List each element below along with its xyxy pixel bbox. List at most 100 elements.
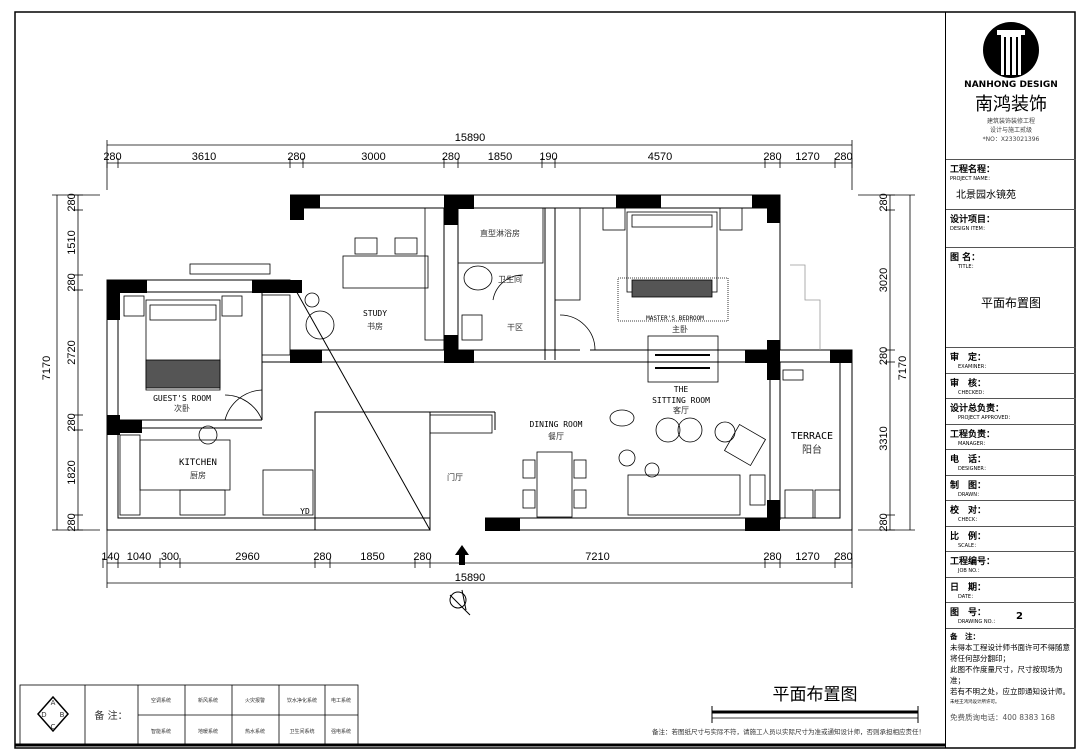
dim-right-1: 3020 [878, 268, 890, 292]
dim-left-1: 1510 [66, 230, 78, 254]
field-en: JOB NO.： [958, 568, 983, 574]
dim-top-9: 1270 [795, 151, 819, 163]
hotline: 免费质询电话：400 8383 168 [950, 712, 1055, 722]
design-item-en: DESIGN ITEM： [950, 226, 988, 232]
dim-left-6: 280 [66, 513, 78, 531]
label-shower: 直型淋浴房 [480, 228, 520, 238]
field-en: MANAGER： [958, 440, 989, 447]
dim-bottom-0: 140 [101, 551, 119, 563]
title-row: 图 名： TITLE： 平面布置图 [946, 248, 1076, 348]
dim-right-4: 280 [878, 513, 890, 531]
brand-en: NANHONG DESIGN [964, 80, 1058, 90]
dim-top-4: 280 [442, 151, 460, 163]
dim-top-2: 280 [287, 151, 305, 163]
legend-system-0: 空调系统 [151, 697, 171, 704]
label-yd: YD [300, 507, 310, 516]
note-2: 此图不作度量尺寸，尺寸按现场为准； [950, 664, 1063, 685]
project-name-row: 工程名程： PROJECT NAME： 北景园水镜苑 [946, 160, 1076, 210]
top-dimensions [106, 140, 853, 190]
label-wc: 卫生间 [498, 274, 522, 284]
bottom-dimensions [102, 530, 853, 588]
logo-license: *NO：X233021396 [982, 136, 1040, 143]
legend-system-3: 饮水净化系统 [287, 697, 317, 704]
title-value: 平面布置图 [980, 296, 1041, 310]
label-terrace-cn: 阳台 [802, 443, 822, 456]
field-label: 日 期： [950, 582, 987, 593]
footer-note: 备注：若图纸尺寸与实际不符，请施工人员以实际尺寸为准或通知设计师，否则承担相应责… [652, 727, 925, 736]
north-symbol-icon [449, 589, 471, 616]
dim-top-0: 280 [103, 151, 121, 163]
compass-d: D [41, 711, 46, 719]
dim-left-5: 1820 [66, 460, 78, 484]
dim-right-2: 280 [878, 347, 890, 365]
notes-block: 备 注： 未得本工程设计师书面许可不得随意将任何部分翻印； 此图不作度量尺寸，尺… [946, 629, 1076, 725]
field-en: CHECK： [958, 517, 981, 523]
field-label: 比 例： [950, 531, 987, 542]
note-1: 未得本工程设计师书面许可不得随意将任何部分翻印； [950, 642, 1070, 663]
title-block: NANHONG DESIGN 南鸿装饰 建筑装饰装修工程 设计与施工贰级 *NO… [945, 12, 1076, 748]
dim-bottom-5: 1850 [360, 551, 384, 563]
right-dimensions [858, 194, 915, 531]
dim-left-total: 7170 [41, 356, 53, 380]
compass-c: C [51, 723, 56, 731]
field-label: 工程编号： [950, 557, 996, 567]
title-en: TITLE： [958, 264, 977, 270]
compass-a: A [51, 699, 56, 707]
entry-arrow-icon [455, 545, 469, 565]
logo-line2: 设计与施工贰级 [989, 127, 1032, 134]
room-labels: STUDY 书房 直型淋浴房 卫生间 干区 MASTER'S BEDROOM 主… [153, 228, 833, 516]
project-name-label: 工程名程： [950, 165, 996, 175]
dim-bottom-8: 280 [763, 551, 781, 563]
title-field-row: 设计总负责：PROJECT APPROVED： [946, 399, 1076, 425]
title-label: 图 名： [950, 253, 981, 263]
field-label: 图 号： [950, 608, 987, 618]
field-label: 工程负责： [950, 429, 996, 440]
title-field-row: 图 号：DRAWING NO.：2 [946, 603, 1076, 629]
title-field-row: 工程负责：MANAGER： [946, 425, 1076, 450]
title-field-row: 比 例：SCALE： [946, 527, 1076, 552]
legend-system-1: 新风系统 [198, 697, 218, 704]
left-dimensions [52, 194, 100, 531]
dim-bottom-1: 1040 [127, 551, 151, 563]
field-en: SCALE： [958, 542, 980, 549]
label-master: MASTER'S BEDROOM [646, 315, 704, 322]
label-study-cn: 书房 [367, 321, 383, 331]
title-field-row: 制 图：DRAWN： [946, 476, 1076, 501]
dim-right-0: 280 [878, 193, 890, 211]
dim-bottom-6: 280 [413, 551, 431, 563]
title-field-row: 日 期：DATE： [946, 578, 1076, 603]
note-3: 若有不明之处，应立即通知设计师。 [950, 686, 1070, 696]
dim-bottom-3: 2960 [235, 551, 259, 563]
field-en: DRAWING NO.： [958, 619, 998, 625]
dim-right-3: 3310 [878, 426, 890, 450]
field-label: 电 话： [950, 455, 987, 465]
field-label: 审 定： [950, 353, 987, 363]
label-terrace: TERRACE [791, 431, 833, 442]
legend-system-2: 火灾报警 [245, 697, 265, 704]
field-en: PROJECT APPROVED： [958, 415, 1014, 421]
dim-top-7: 4570 [648, 151, 672, 163]
legend-system-7: 热水系统 [245, 728, 265, 735]
label-dining: DINING ROOM [530, 420, 583, 429]
legend-system-9: 强电系统 [331, 728, 351, 735]
label-study: STUDY [363, 309, 387, 318]
label-dining-cn: 餐厅 [548, 432, 564, 441]
legend-system-4: 电工系统 [331, 697, 351, 704]
dim-bottom-4: 280 [313, 551, 331, 563]
logo-block: NANHONG DESIGN 南鸿装饰 建筑装饰装修工程 设计与施工贰级 *NO… [946, 12, 1076, 160]
dim-left-2: 280 [66, 273, 78, 291]
legend-system-8: 卫生间系统 [289, 728, 314, 735]
label-kitchen-cn: 厨房 [190, 470, 206, 480]
dim-top-1: 3610 [192, 151, 216, 163]
project-name-value: 北景园水镜苑 [956, 190, 1016, 201]
dim-top-8: 280 [763, 151, 781, 163]
project-name-en: PROJECT NAME： [950, 176, 993, 182]
compass-b: B [60, 711, 65, 719]
title-field-row: 工程编号：JOB NO.： [946, 552, 1076, 578]
label-guest-cn: 次卧 [174, 403, 190, 413]
logo-line1: 建筑装饰装修工程 [986, 118, 1035, 125]
sheet-frame [14, 11, 1076, 749]
dim-left-3: 2720 [66, 340, 78, 364]
